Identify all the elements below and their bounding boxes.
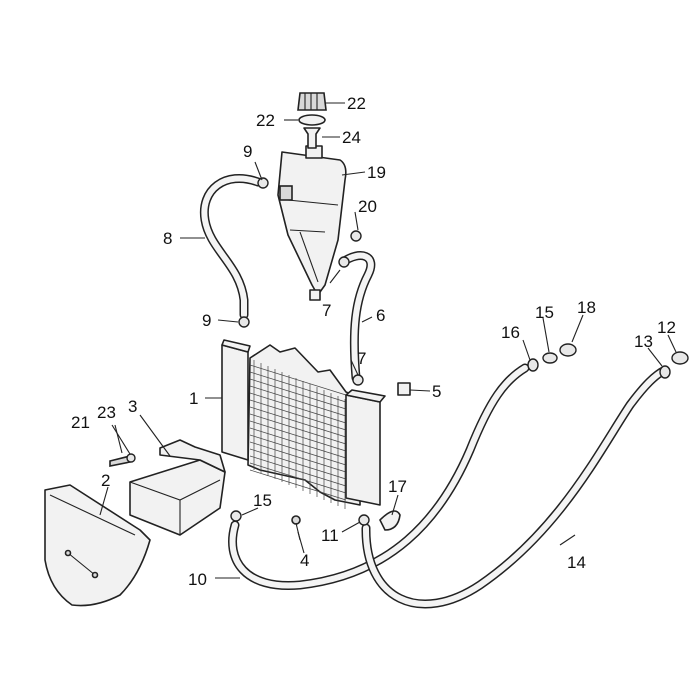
- callout-22-lower: 23: [97, 403, 116, 422]
- hose-10: [228, 363, 530, 591]
- callout-13: 13: [634, 332, 653, 351]
- clamp-9-top: [257, 177, 269, 189]
- callout-22-top: 22: [256, 111, 275, 130]
- gasket-ring: [298, 114, 326, 126]
- callout-1: 1: [189, 389, 198, 408]
- clamp-9-lower: [238, 316, 250, 328]
- fin-line: [249, 364, 347, 396]
- clamp-16: [527, 358, 539, 372]
- callout-24: 24: [342, 128, 361, 147]
- radiator: [221, 339, 386, 509]
- callout-4: 4: [300, 551, 309, 570]
- bracket-5: [397, 382, 411, 396]
- callout-9-top: 9: [243, 142, 252, 161]
- nut-20: [350, 230, 362, 242]
- clamp-18: [559, 343, 577, 357]
- callout-12: 12: [657, 318, 676, 337]
- clamp-11: [358, 514, 370, 526]
- callout-23: 22: [347, 94, 366, 113]
- fin-line: [249, 455, 347, 487]
- fin-line: [249, 434, 347, 466]
- callout-7-top: 7: [322, 301, 331, 320]
- callout-11: 11: [321, 526, 339, 545]
- callout-8: 8: [163, 229, 172, 248]
- fin-line: [249, 448, 347, 480]
- callout-9-lower: 9: [202, 311, 211, 330]
- clamp-15-upper: [542, 352, 558, 364]
- callout-15-lower: 15: [253, 491, 272, 510]
- hose-6: [338, 251, 376, 383]
- fin-line: [249, 469, 347, 501]
- callout-17: 17: [388, 477, 407, 496]
- radiator-fins: [249, 360, 347, 509]
- fin-line: [249, 399, 347, 431]
- callout-6: 6: [376, 306, 385, 325]
- fin-line: [249, 420, 347, 452]
- leader-lines: [99, 102, 677, 579]
- callout-5: 5: [432, 382, 441, 401]
- hose-14: [361, 365, 670, 609]
- fin-line: [249, 441, 347, 473]
- fin-line: [249, 427, 347, 459]
- fin-line: [249, 413, 347, 445]
- callout-14: 14: [567, 553, 586, 572]
- control-box: [129, 439, 226, 536]
- callout-10: 10: [188, 570, 207, 589]
- callout-21: 21: [71, 413, 90, 432]
- fin-line: [249, 385, 347, 417]
- fin-line: [249, 462, 347, 494]
- filler-neck: [303, 127, 321, 149]
- hose-8: [199, 173, 263, 320]
- fin-line: [249, 406, 347, 438]
- callout-15-upper: 15: [535, 303, 554, 322]
- clamp-7-lower: [352, 374, 364, 386]
- callout-20: 20: [358, 197, 377, 216]
- clamp-12: [671, 351, 689, 365]
- callout-18: 18: [577, 298, 596, 317]
- clip-17: [379, 510, 401, 531]
- clamp-7-top: [338, 256, 350, 268]
- callout-16: 16: [501, 323, 520, 342]
- clamp-15-lower: [230, 510, 242, 522]
- washer-22: [126, 453, 136, 463]
- tank-cap: [297, 92, 327, 111]
- fin-line: [249, 392, 347, 424]
- radiator-cover: [44, 484, 151, 607]
- expansion-tank: [277, 145, 347, 301]
- callout-labels: 22 22 24 9 19 20 8 7 6 9 7 1 5 16 15 18 …: [71, 94, 676, 589]
- clamp-13: [659, 365, 671, 379]
- fin-line: [249, 378, 347, 410]
- callout-2: 2: [101, 471, 110, 490]
- fin-line: [249, 371, 347, 403]
- callout-3: 3: [128, 397, 137, 416]
- callout-7-lower: 7: [357, 349, 366, 368]
- callout-19: 19: [367, 163, 386, 182]
